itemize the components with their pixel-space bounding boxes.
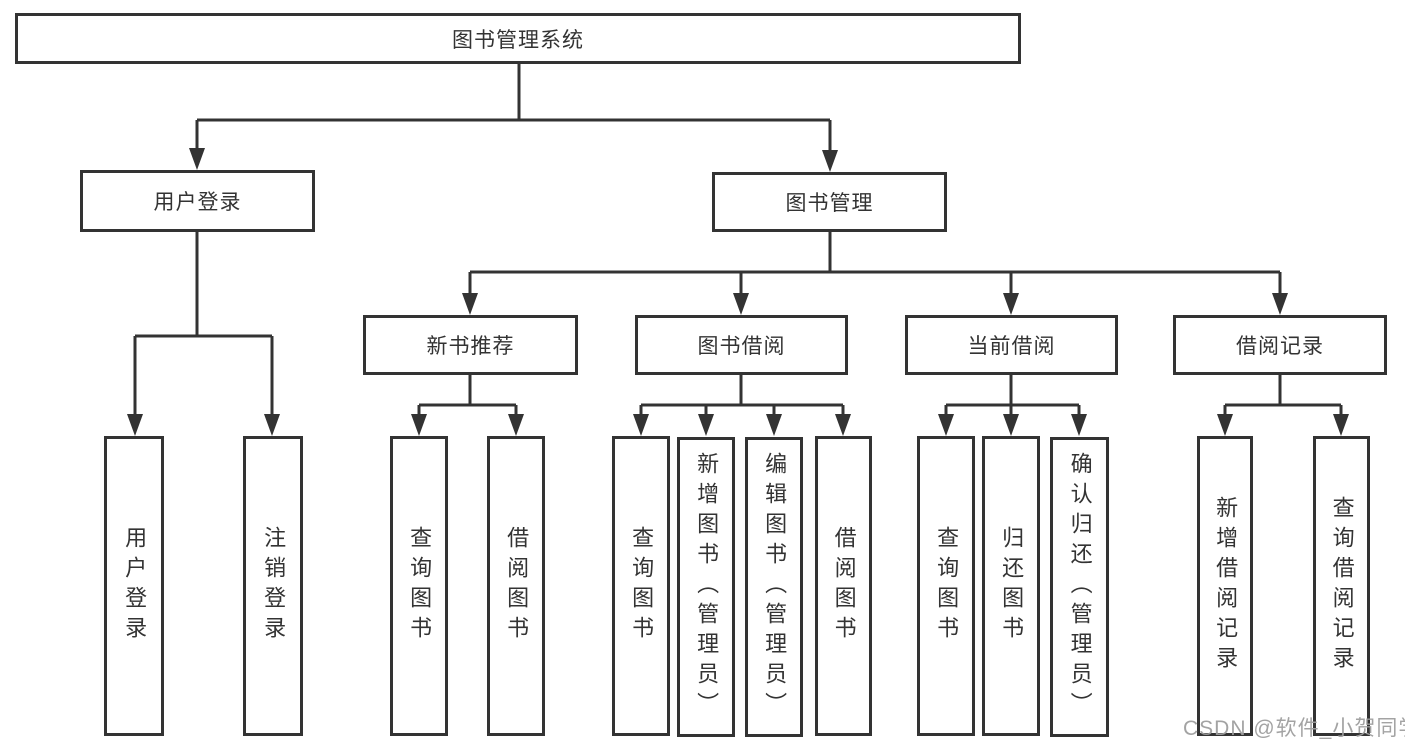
leaf-bb-add-books-admin-label: 新增图书（管理员） bbox=[694, 452, 720, 722]
leaf-cb-return-books-label: 归还图书 bbox=[999, 526, 1025, 646]
leaf-user-login-label: 用户登录 bbox=[122, 526, 148, 646]
node-current-borrow: 当前借阅 bbox=[905, 315, 1118, 375]
node-borrow-record-label: 借阅记录 bbox=[1236, 335, 1324, 358]
leaf-bb-query-books-label: 查询图书 bbox=[629, 526, 655, 646]
connector-paths bbox=[133, 64, 1343, 416]
leaf-nb-query-books: 查询图书 bbox=[390, 436, 448, 736]
leaf-cb-confirm-return-admin: 确认归还（管理员） bbox=[1050, 437, 1109, 737]
leaf-br-add-record: 新增借阅记录 bbox=[1197, 436, 1253, 736]
node-book-borrow-label: 图书借阅 bbox=[697, 335, 786, 358]
node-user-login-label: 用户登录 bbox=[153, 191, 242, 214]
node-borrow-record: 借阅记录 bbox=[1173, 315, 1387, 375]
node-book-mgmt: 图书管理 bbox=[712, 172, 947, 232]
node-book-mgmt-label: 图书管理 bbox=[785, 192, 874, 215]
leaf-nb-query-books-label: 查询图书 bbox=[407, 526, 433, 646]
csdn-watermark: CSDN @软件_小贺同学 bbox=[1183, 717, 1405, 740]
leaf-nb-borrow-books-label: 借阅图书 bbox=[504, 526, 530, 646]
leaf-cb-return-books: 归还图书 bbox=[982, 436, 1040, 736]
node-new-book-rec: 新书推荐 bbox=[363, 315, 578, 375]
node-current-borrow-label: 当前借阅 bbox=[967, 335, 1056, 358]
node-book-borrow: 图书借阅 bbox=[635, 315, 848, 375]
leaf-br-query-record: 查询借阅记录 bbox=[1313, 436, 1370, 736]
leaf-bb-query-books: 查询图书 bbox=[612, 436, 670, 736]
leaf-bb-edit-books-admin-label: 编辑图书（管理员） bbox=[762, 452, 788, 722]
leaf-cb-confirm-return-admin-label: 确认归还（管理员） bbox=[1067, 452, 1093, 722]
leaf-logout-label: 注销登录 bbox=[261, 526, 287, 646]
leaf-br-query-record-label: 查询借阅记录 bbox=[1329, 496, 1355, 676]
node-root: 图书管理系统 bbox=[15, 13, 1021, 64]
leaf-nb-borrow-books: 借阅图书 bbox=[487, 436, 545, 736]
leaf-bb-borrow-books-label: 借阅图书 bbox=[831, 526, 857, 646]
leaf-bb-add-books-admin: 新增图书（管理员） bbox=[677, 437, 735, 737]
leaf-cb-query-books-label: 查询图书 bbox=[934, 526, 960, 646]
leaf-bb-edit-books-admin: 编辑图书（管理员） bbox=[745, 437, 803, 737]
leaf-cb-query-books: 查询图书 bbox=[917, 436, 975, 736]
leaf-logout: 注销登录 bbox=[243, 436, 303, 736]
leaf-bb-borrow-books: 借阅图书 bbox=[815, 436, 872, 736]
node-root-label: 图书管理系统 bbox=[452, 28, 584, 52]
leaf-br-add-record-label: 新增借阅记录 bbox=[1213, 496, 1239, 676]
leaf-user-login: 用户登录 bbox=[104, 436, 164, 736]
node-new-book-rec-label: 新书推荐 bbox=[426, 335, 515, 358]
node-user-login: 用户登录 bbox=[80, 170, 315, 232]
